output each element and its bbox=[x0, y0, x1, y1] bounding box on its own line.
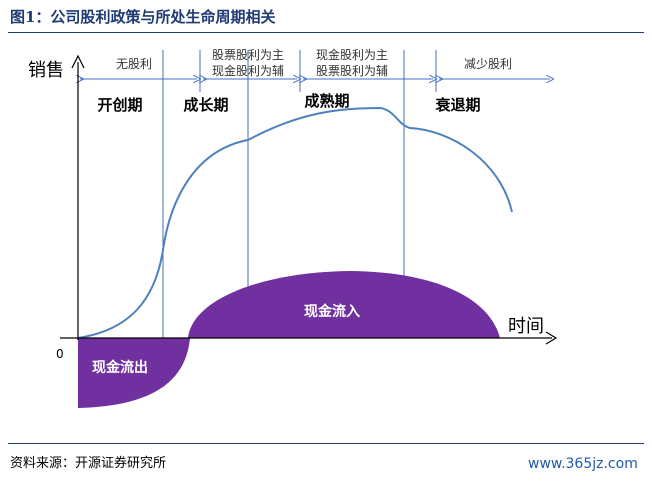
footer-rule bbox=[8, 443, 644, 444]
axes bbox=[60, 54, 558, 345]
cash-inflow-label: 现金流入 bbox=[304, 303, 360, 320]
x-axis-arrow bbox=[545, 331, 558, 345]
policy-label-2a: 股票股利为主 bbox=[212, 48, 284, 62]
origin-label: 0 bbox=[56, 347, 64, 361]
cash-inflow-shape bbox=[188, 271, 500, 338]
y-axis-label: 销售 bbox=[28, 60, 64, 81]
stage-maturity: 成熟期 bbox=[304, 92, 349, 110]
stage-startup: 开创期 bbox=[97, 96, 142, 114]
stage-decline: 衰退期 bbox=[434, 96, 480, 114]
policy-label-2b: 现金股利为辅 bbox=[212, 63, 284, 78]
x-axis-label: 时间 bbox=[508, 316, 544, 337]
policy-label-4: 减少股利 bbox=[464, 57, 512, 71]
source-note: 资料来源：开源证券研究所 bbox=[10, 456, 167, 471]
cash-outflow-shape bbox=[78, 338, 190, 408]
sales-curve bbox=[77, 106, 513, 339]
stage-growth: 成长期 bbox=[183, 96, 228, 114]
title-rule bbox=[8, 32, 644, 33]
policy-label-3a: 现金股利为主 bbox=[316, 47, 388, 62]
policy-label-3b: 股票股利为辅 bbox=[316, 64, 388, 78]
y-axis-arrow bbox=[71, 54, 85, 69]
cash-outflow-label: 现金流出 bbox=[92, 359, 148, 376]
policy-label-1: 无股利 bbox=[116, 57, 152, 71]
watermark: www.365jz.com bbox=[528, 456, 638, 472]
figure-title: 图1：公司股利政策与所处生命周期相关 bbox=[10, 8, 276, 26]
